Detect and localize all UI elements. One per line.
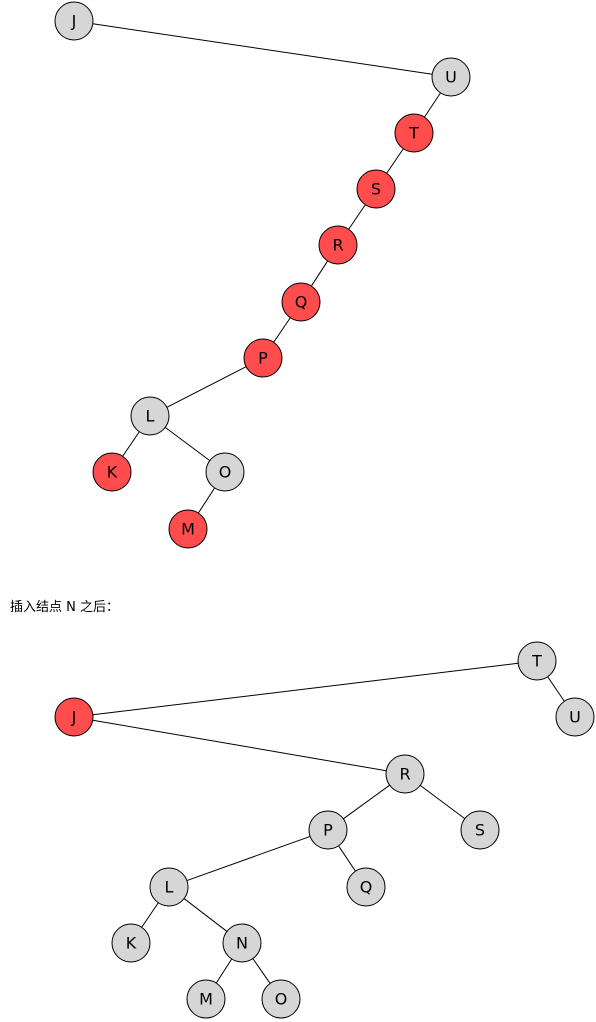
edge-L-K <box>122 431 140 457</box>
edge-L-K <box>141 902 159 928</box>
node-label-T: T <box>531 652 542 671</box>
node-circle-J <box>54 697 94 737</box>
edge-P-L <box>166 366 247 408</box>
node-O: O <box>205 452 245 492</box>
node-M: M <box>168 509 208 549</box>
edge-O-M <box>197 487 216 514</box>
node-circle-P <box>243 338 283 378</box>
node-O: O <box>261 979 301 1019</box>
node-label-L: L <box>165 878 174 897</box>
tree-after-insert: T J U R P S L Q K N M O <box>54 641 595 1019</box>
node-label-K: K <box>107 463 118 482</box>
edge-L-O <box>164 426 211 462</box>
node-circle-M <box>186 979 226 1019</box>
node-circle-S <box>460 810 500 850</box>
node-P: P <box>243 338 283 378</box>
node-L: L <box>149 867 189 907</box>
node-circle-S <box>356 169 396 209</box>
node-J: J <box>54 1 94 41</box>
node-label-M: M <box>199 990 213 1009</box>
node-circle-N <box>222 923 262 963</box>
edge-J-U <box>92 23 433 75</box>
node-label-Q: Q <box>295 293 308 312</box>
node-circle-L <box>130 396 170 436</box>
node-label-P: P <box>258 349 268 368</box>
node-label-R: R <box>399 765 410 784</box>
node-S: S <box>460 810 500 850</box>
caption-after-insert: 插入结点 N 之后： <box>10 600 119 615</box>
node-label-N: N <box>236 934 248 953</box>
node-U: U <box>431 57 471 97</box>
node-label-U: U <box>569 708 581 727</box>
node-L: L <box>130 396 170 436</box>
node-T: T <box>394 113 434 153</box>
node-label-Q: Q <box>360 878 373 897</box>
edge-T-U <box>547 676 565 702</box>
node-R: R <box>385 754 425 794</box>
node-label-J: J <box>71 12 77 31</box>
node-Q: Q <box>346 867 386 907</box>
edge-T-J <box>92 662 519 716</box>
node-T: T <box>517 641 557 681</box>
node-label-U: U <box>445 68 457 87</box>
node-M: M <box>186 979 226 1019</box>
edge-R-S <box>419 784 466 820</box>
node-label-M: M <box>181 520 195 539</box>
edge-L-N <box>183 898 228 932</box>
edge-R-P <box>343 784 390 820</box>
node-circle-M <box>168 509 208 549</box>
node-circle-P <box>308 810 348 850</box>
edge-N-M <box>215 958 233 984</box>
node-label-K: K <box>126 934 137 953</box>
node-circle-T <box>394 113 434 153</box>
edge-P-Q <box>338 845 356 872</box>
node-label-L: L <box>146 407 155 426</box>
node-label-J: J <box>71 708 77 727</box>
node-label-S: S <box>475 821 485 840</box>
node-circle-K <box>92 452 132 492</box>
node-label-O: O <box>219 463 232 482</box>
edge-J-R <box>92 719 387 772</box>
edge-T-S <box>386 148 404 174</box>
node-circle-L <box>149 867 189 907</box>
node-circle-R <box>318 225 358 265</box>
node-K: K <box>92 452 132 492</box>
node-S: S <box>356 169 396 209</box>
edge-S-R <box>348 204 366 230</box>
node-K: K <box>111 923 151 963</box>
node-Q: Q <box>281 282 321 322</box>
node-circle-Q <box>346 867 386 907</box>
node-circle-T <box>517 641 557 681</box>
node-U: U <box>555 697 595 737</box>
node-circle-O <box>261 979 301 1019</box>
node-circle-U <box>555 697 595 737</box>
node-label-S: S <box>371 180 381 199</box>
node-label-P: P <box>323 821 333 840</box>
node-label-R: R <box>332 236 343 255</box>
edge-Q-P <box>273 317 291 343</box>
node-circle-K <box>111 923 151 963</box>
edge-R-Q <box>310 260 329 287</box>
edge-N-O <box>252 958 271 984</box>
node-circle-U <box>431 57 471 97</box>
node-circle-Q <box>281 282 321 322</box>
node-circle-R <box>385 754 425 794</box>
node-circle-O <box>205 452 245 492</box>
node-label-O: O <box>275 990 288 1009</box>
node-N: N <box>222 923 262 963</box>
edge-P-L <box>186 835 311 882</box>
node-R: R <box>318 225 358 265</box>
tree-before-insert: J U T S R Q P L K O M <box>54 1 471 549</box>
node-circle-J <box>54 1 94 41</box>
edge-U-T <box>424 92 441 118</box>
node-P: P <box>308 810 348 850</box>
node-J: J <box>54 697 94 737</box>
node-label-T: T <box>408 124 419 143</box>
